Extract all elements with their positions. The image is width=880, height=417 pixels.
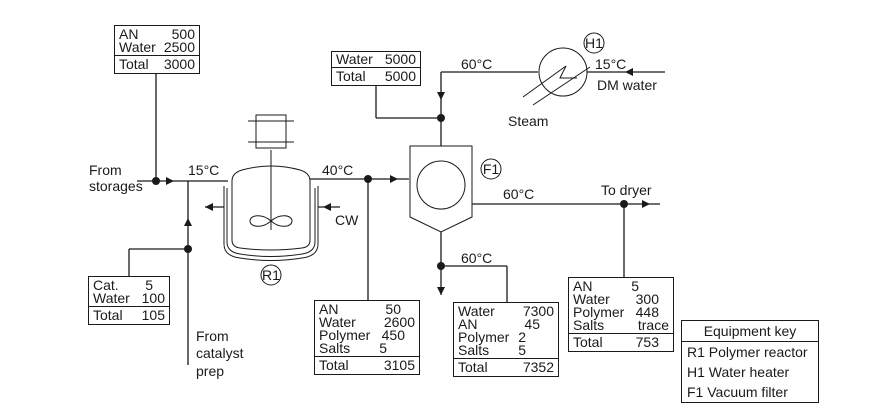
equipment-key-item: F1 Vacuum filter bbox=[687, 384, 788, 400]
equipment-key: Equipment key R1 Polymer reactor H1 Wate… bbox=[681, 320, 819, 403]
component-value: 5 bbox=[379, 340, 387, 356]
component-value: 45 bbox=[524, 316, 540, 332]
component-value: 448 bbox=[635, 304, 659, 320]
component-name: Water bbox=[458, 303, 495, 319]
component-value: 450 bbox=[381, 327, 405, 343]
label-from-catalyst-3: prep bbox=[196, 363, 224, 379]
label-from-storages: From bbox=[89, 162, 122, 178]
component-name: Polymer bbox=[319, 327, 371, 343]
arrow-to-dryer bbox=[642, 200, 650, 208]
junction-storage bbox=[152, 177, 160, 185]
total-label: Total bbox=[573, 334, 603, 350]
label-temp-heater-out: 60°C bbox=[461, 56, 492, 72]
component-value: 2500 bbox=[163, 39, 195, 55]
component-name: Salts bbox=[458, 342, 490, 358]
stream-table-filtrate: Water 7300 AN 45 Polymer 2 Salts 5 Total 7352 bbox=[453, 302, 559, 377]
component-value: 5000 bbox=[384, 51, 416, 67]
label-from-storages-2: storages bbox=[89, 178, 143, 194]
component-name: Water bbox=[119, 39, 156, 55]
component-value: 100 bbox=[141, 290, 165, 306]
stream-table-storage-feed: AN 500 Water 2500 Total 3000 bbox=[114, 25, 200, 74]
label-cw: CW bbox=[335, 212, 359, 228]
label-from-catalyst-2: catalyst bbox=[196, 345, 244, 361]
tag-r1: R1 bbox=[262, 267, 280, 283]
component-name: Salts bbox=[319, 340, 351, 356]
component-value: 300 bbox=[635, 291, 659, 307]
arrow-dm-water bbox=[625, 68, 633, 76]
component-name: Polymer bbox=[573, 304, 625, 320]
arrow-reactor-out bbox=[390, 175, 398, 183]
total-value: 5000 bbox=[384, 68, 416, 84]
tag-f1-circle bbox=[480, 158, 502, 180]
component-value: 2600 bbox=[383, 314, 415, 330]
component-value: 50 bbox=[385, 301, 401, 317]
stream-table-catalyst: Cat. 5 Water 100 Total 105 bbox=[88, 276, 170, 325]
component-name: Cat. bbox=[93, 277, 119, 293]
agitator-motor bbox=[255, 114, 287, 149]
filter-drum bbox=[416, 160, 466, 210]
component-name: Water bbox=[93, 290, 130, 306]
equipment-key-item: H1 Water heater bbox=[687, 364, 790, 380]
component-value: 2 bbox=[518, 329, 526, 345]
total-label: Total bbox=[93, 307, 123, 323]
component-name: Water bbox=[336, 51, 373, 67]
component-value: 7300 bbox=[522, 303, 554, 319]
heater-coil-icon bbox=[522, 65, 577, 98]
stream-table-wash-water: Water 5000 Total 5000 bbox=[331, 51, 421, 86]
arrow-wash-water bbox=[437, 92, 445, 100]
tag-r1-circle bbox=[260, 264, 282, 286]
label-steam: Steam bbox=[508, 113, 548, 129]
total-label: Total bbox=[458, 359, 488, 375]
component-name: Water bbox=[573, 291, 610, 307]
component-value: trace bbox=[637, 317, 669, 333]
total-value: 3105 bbox=[383, 357, 415, 373]
label-to-dryer: To dryer bbox=[601, 182, 652, 198]
label-temp-feed: 15°C bbox=[188, 162, 219, 178]
label-temp-dm-in: 15°C bbox=[595, 56, 626, 72]
component-name: AN bbox=[573, 278, 593, 294]
equipment-key-title: Equipment key bbox=[682, 321, 818, 342]
arrow-cw-in bbox=[323, 203, 331, 211]
label-temp-filtrate: 60°C bbox=[461, 250, 492, 266]
total-label: Total bbox=[319, 357, 349, 373]
label-dm-water: DM water bbox=[597, 77, 657, 93]
component-name: Salts bbox=[573, 317, 605, 333]
label-temp-reactor-out: 40°C bbox=[322, 162, 353, 178]
tag-h1-circle bbox=[583, 32, 605, 54]
component-name: AN bbox=[458, 316, 478, 332]
stream-table-product: AN 5 Water 300 Polymer 448 Salts trace Total… bbox=[568, 277, 674, 352]
component-value: 5 bbox=[145, 277, 153, 293]
component-name: Water bbox=[319, 314, 356, 330]
total-value: 753 bbox=[635, 334, 659, 350]
filter-f1 bbox=[409, 145, 473, 233]
component-name: AN bbox=[319, 301, 339, 317]
total-label: Total bbox=[119, 56, 149, 72]
label-temp-product: 60°C bbox=[503, 186, 534, 202]
component-value: 5 bbox=[518, 342, 526, 358]
total-value: 105 bbox=[141, 307, 165, 323]
impeller-icon bbox=[249, 215, 293, 227]
component-value: 5 bbox=[631, 278, 639, 294]
label-from-catalyst: From bbox=[196, 328, 229, 344]
equipment-key-item: R1 Polymer reactor bbox=[687, 344, 808, 360]
arrow-cw-out bbox=[205, 203, 213, 211]
total-label: Total bbox=[336, 68, 366, 84]
arrow-catalyst bbox=[184, 218, 192, 226]
component-name: Polymer bbox=[458, 329, 510, 345]
reactor-r1 bbox=[223, 114, 319, 261]
component-name: AN bbox=[119, 26, 139, 42]
component-value: 500 bbox=[171, 26, 195, 42]
total-value: 7352 bbox=[522, 359, 554, 375]
stream-table-reactor-outlet: AN 50 Water 2600 Polymer 450 Salts 5 Total 31… bbox=[314, 300, 420, 375]
tag-f1: F1 bbox=[483, 161, 500, 177]
arrow-filtrate bbox=[437, 287, 445, 295]
arrow-feed bbox=[166, 177, 174, 185]
tag-h1: H1 bbox=[585, 35, 603, 51]
total-value: 3000 bbox=[163, 56, 195, 72]
junction-wash bbox=[437, 114, 445, 122]
